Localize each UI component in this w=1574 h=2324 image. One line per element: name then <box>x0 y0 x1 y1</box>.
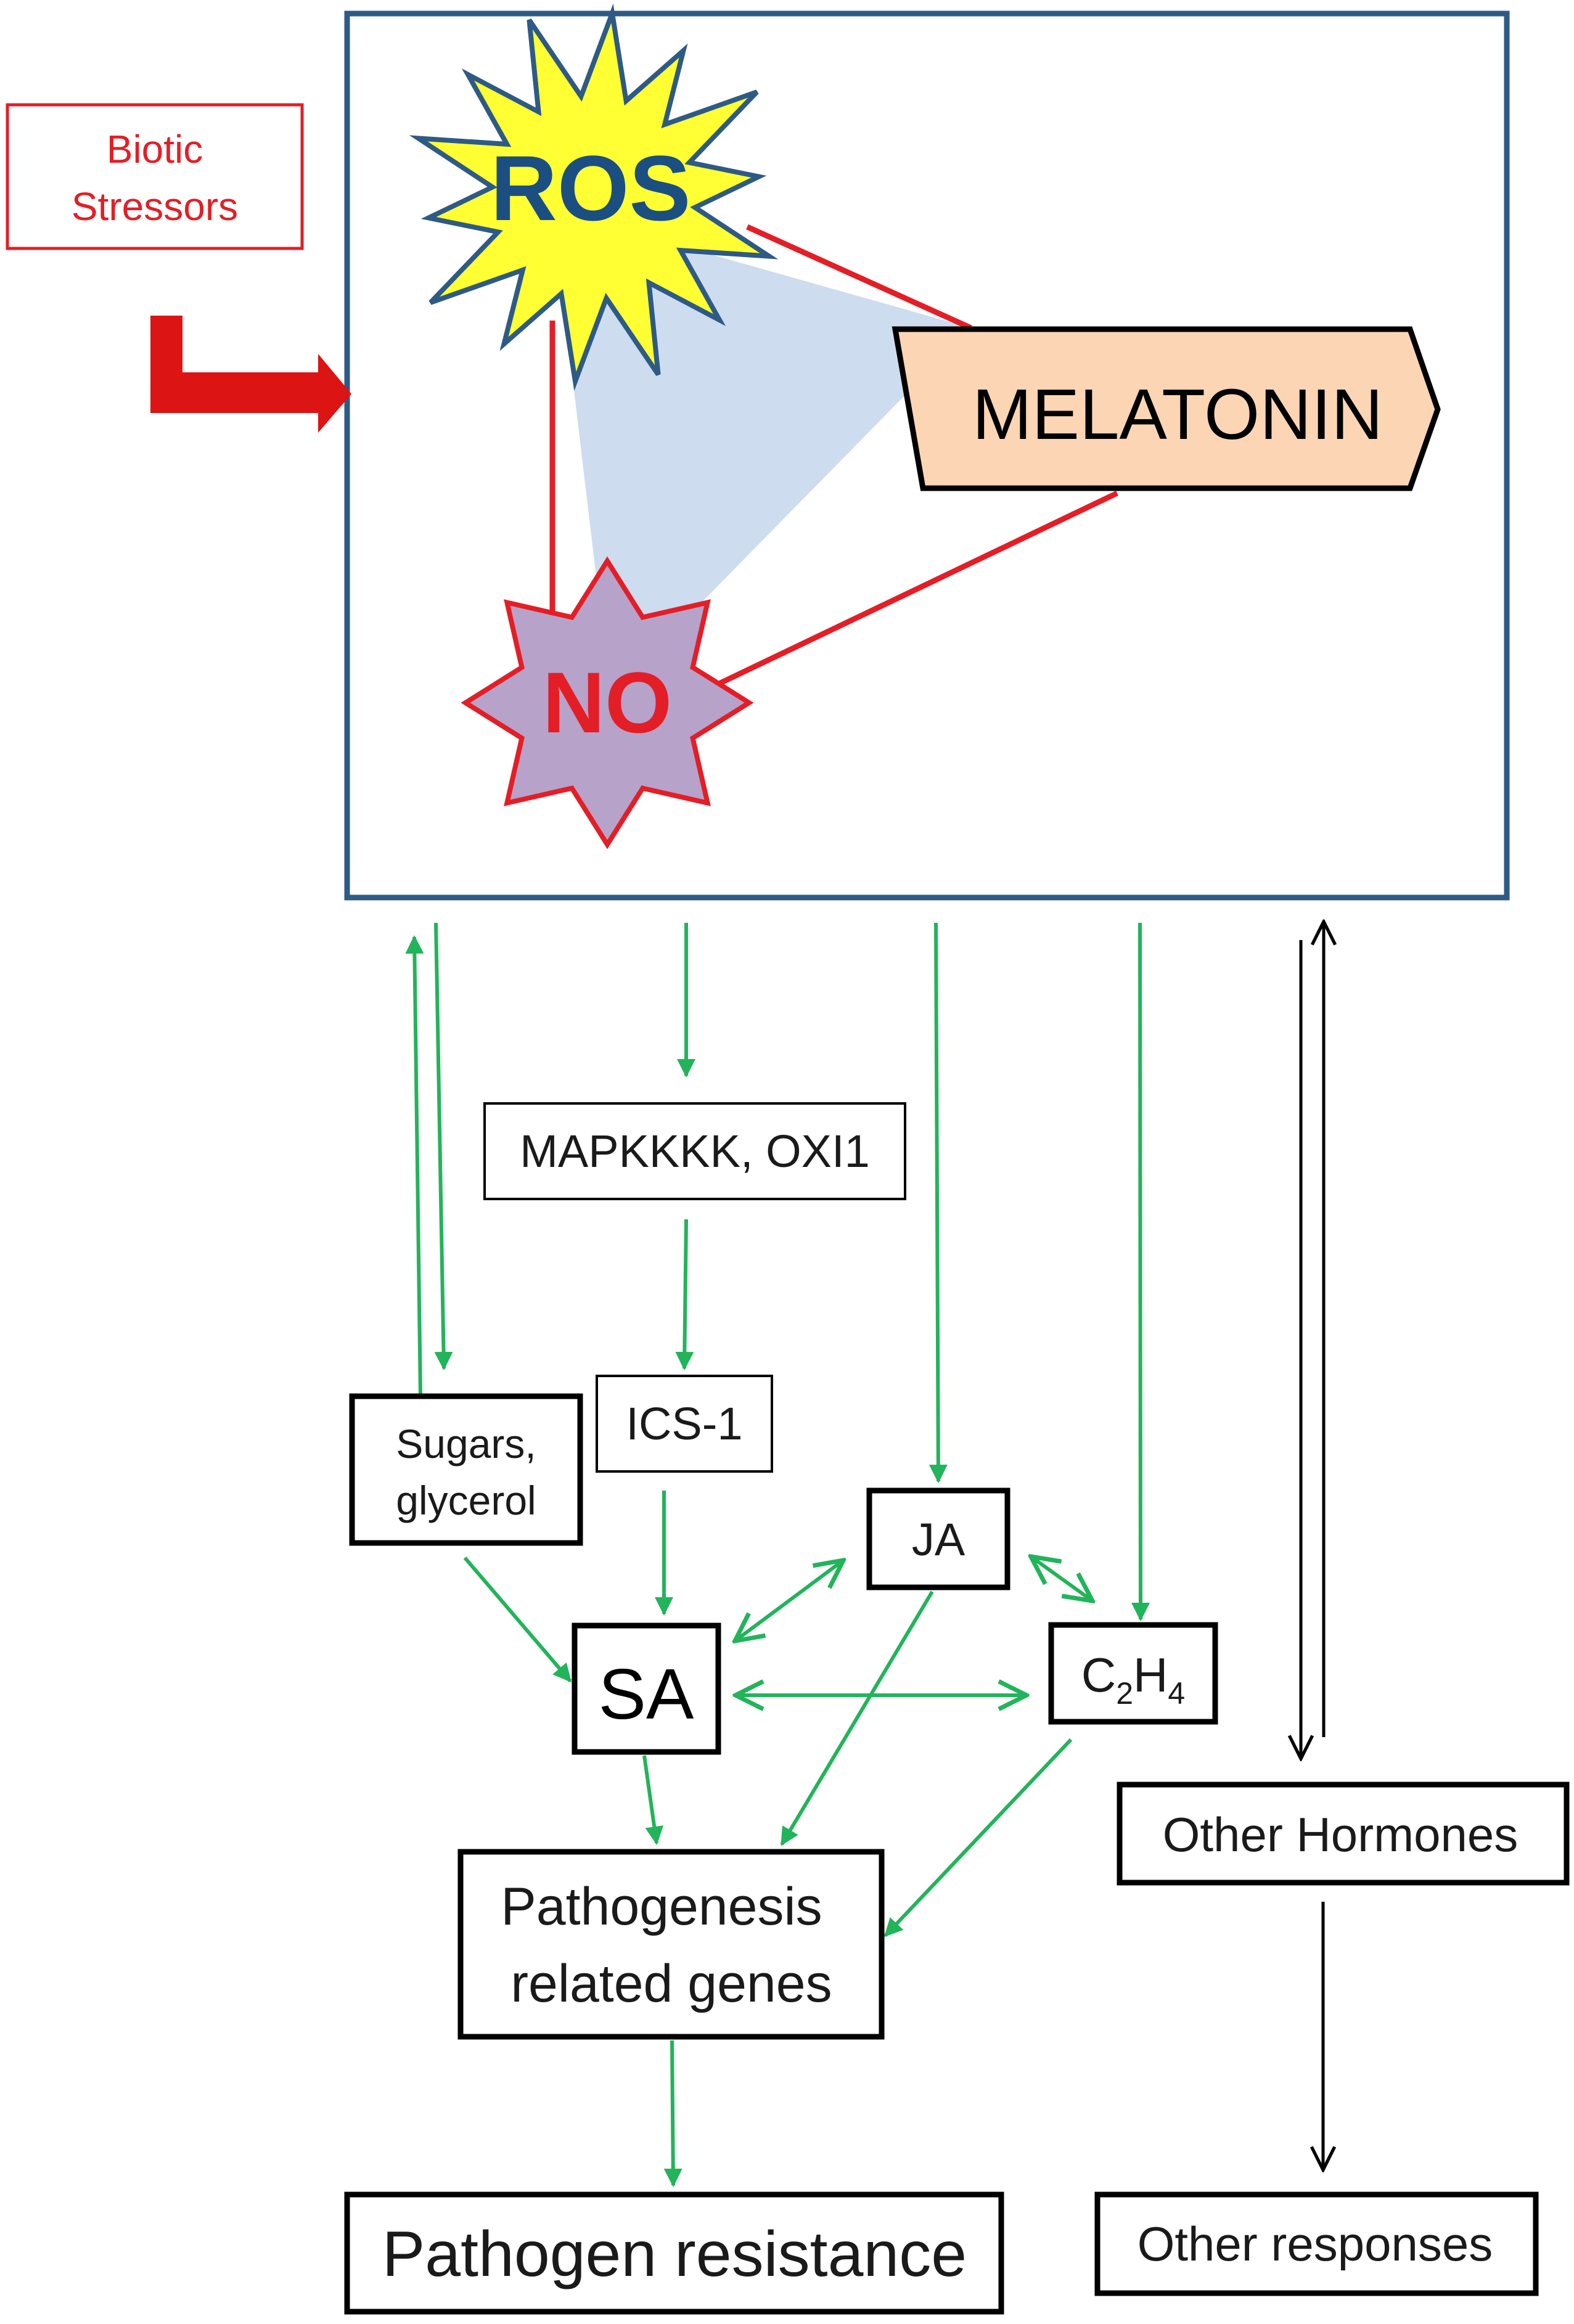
interaction-triangle <box>552 210 971 695</box>
arrow-sa-ja-bidirectional <box>735 1560 843 1641</box>
pathogen-resistance-label: Pathogen resistance <box>382 2219 967 2290</box>
ja-label: JA <box>912 1514 965 1565</box>
melatonin-no-link <box>714 490 1118 689</box>
sa-label: SA <box>599 1654 694 1734</box>
melatonin-label: MELATONIN <box>972 374 1383 454</box>
mapkkkk-oxi1-label: MAPKKKK, OXI1 <box>520 1126 870 1177</box>
other-hormones-label: Other Hormones <box>1163 1807 1519 1862</box>
pathogenesis-related-genes-box: Pathogenesis related genes <box>457 1849 885 2040</box>
melatonin-node: MELATONIN <box>892 326 1441 491</box>
pathogen-resistance-box: Pathogen resistance <box>344 2191 1004 2315</box>
ics1-label: ICS-1 <box>626 1398 742 1449</box>
biotic-stressors-line2: Stressors <box>72 184 238 229</box>
arrow-sugars-to-sa <box>463 1557 572 1683</box>
arrow-frame-to-ja <box>928 922 948 1483</box>
biotic-stressors-line1: Biotic <box>107 127 203 171</box>
c2h4-box: C2H4 <box>1048 1622 1218 1725</box>
sugars-glycerol-box: Sugars, glycerol <box>349 1393 583 1546</box>
other-responses-label: Other responses <box>1137 2217 1493 2271</box>
sa-box: SA <box>572 1622 721 1755</box>
no-label: NO <box>543 654 672 751</box>
other-responses-box: Other responses <box>1094 2191 1539 2296</box>
pr-genes-line2: related genes <box>510 1954 832 2013</box>
stressor-arrow <box>150 316 351 433</box>
ros-melatonin-link <box>746 224 972 331</box>
arrow-sa-to-pr-genes <box>642 1755 664 1845</box>
arrow-ja-c2h4-bidirectional <box>1031 1557 1092 1601</box>
arrow-frame-to-c2h4 <box>1131 922 1150 1621</box>
sugars-label-line2: glycerol <box>396 1478 536 1523</box>
c2h4-label: C2H4 <box>1081 1648 1185 1711</box>
arrow-frame-to-sugars <box>434 922 453 1370</box>
other-hormones-box: Other Hormones <box>1117 1782 1570 1886</box>
arrow-mapkkkk-to-ics1 <box>675 1219 694 1370</box>
arrow-c2h4-to-pr-genes <box>883 1738 1073 1937</box>
ics1-box: ICS-1 <box>596 1375 773 1473</box>
arrow-sugars-to-frame <box>405 935 424 1397</box>
biotic-stressors-box: Biotic Stressors <box>6 103 304 250</box>
ja-box: JA <box>866 1487 1010 1590</box>
ros-starburst: ROS <box>409 3 779 391</box>
pr-genes-line1: Pathogenesis <box>501 1877 822 1936</box>
no-star: NO <box>461 556 754 849</box>
sugars-label-line1: Sugars, <box>396 1421 536 1467</box>
arrow-ja-to-pr-genes <box>780 1590 934 1846</box>
ros-label: ROS <box>490 136 691 240</box>
arrow-pr-genes-to-resistance <box>663 2040 682 2187</box>
mapkkkk-oxi1-box: MAPKKKK, OXI1 <box>483 1102 906 1200</box>
